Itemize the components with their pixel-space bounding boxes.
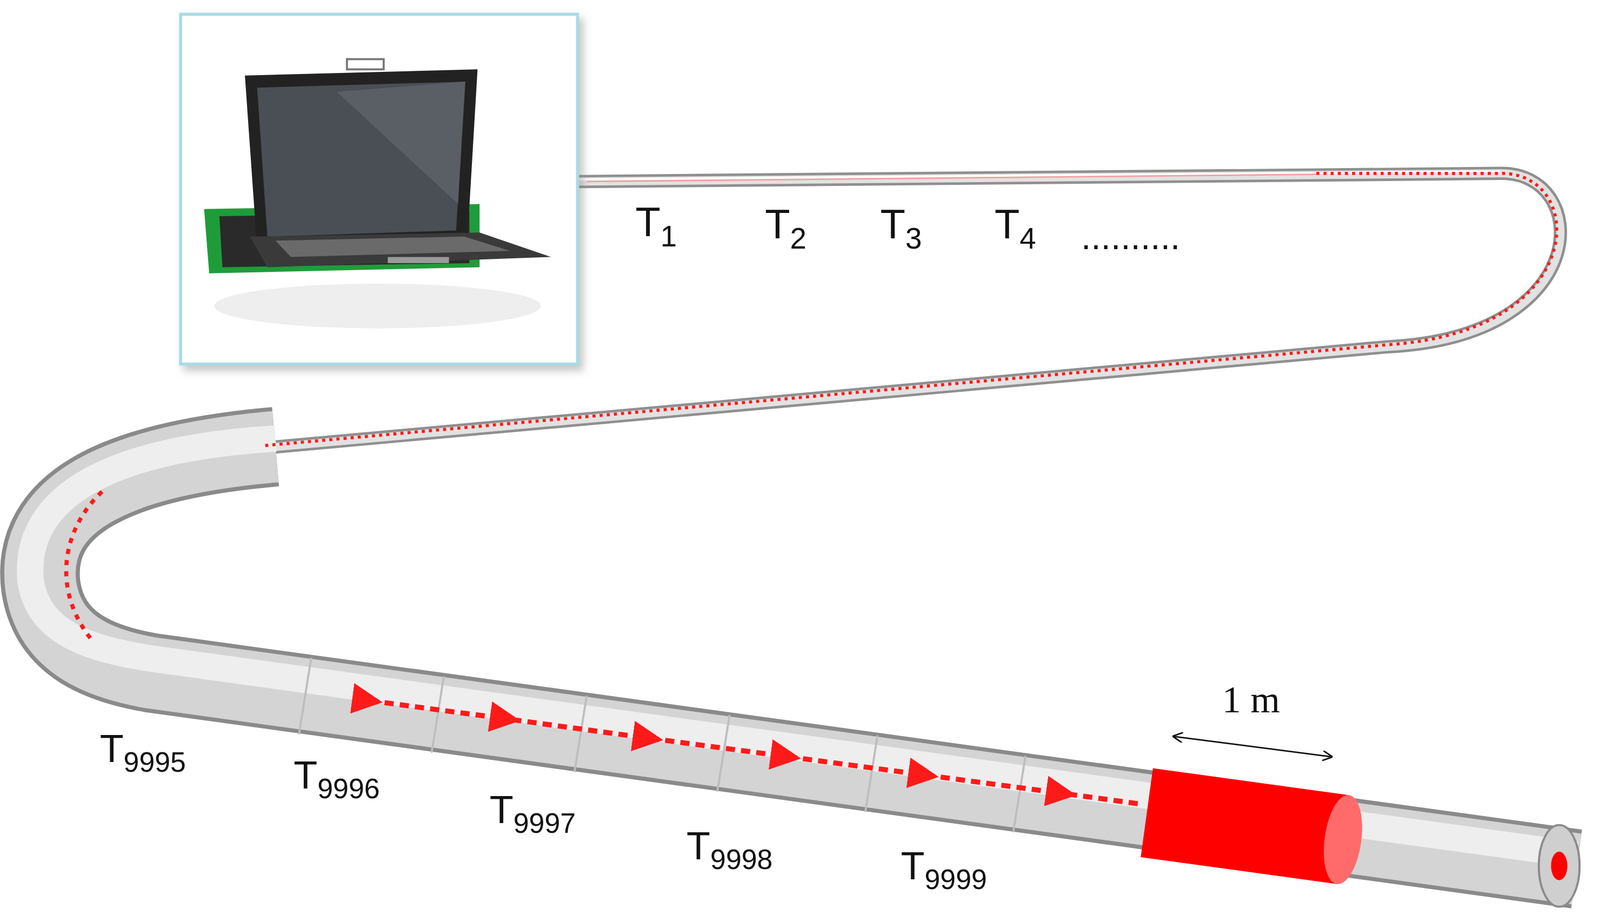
- sensor-label: T9999: [901, 846, 988, 895]
- sensor-label: T4: [994, 203, 1037, 254]
- sensor-label: T9996: [293, 755, 380, 804]
- sensor-label: T9995: [100, 729, 186, 777]
- sensor-label: T9998: [686, 826, 773, 875]
- sensor-label: T9997: [489, 790, 576, 838]
- dimension-label: 1 m: [1222, 681, 1280, 719]
- sensor-label: T3: [880, 203, 922, 254]
- sensor-label: T1: [635, 201, 677, 252]
- sensor-label: T2: [764, 203, 807, 254]
- sensor-label: ..........: [1081, 218, 1180, 255]
